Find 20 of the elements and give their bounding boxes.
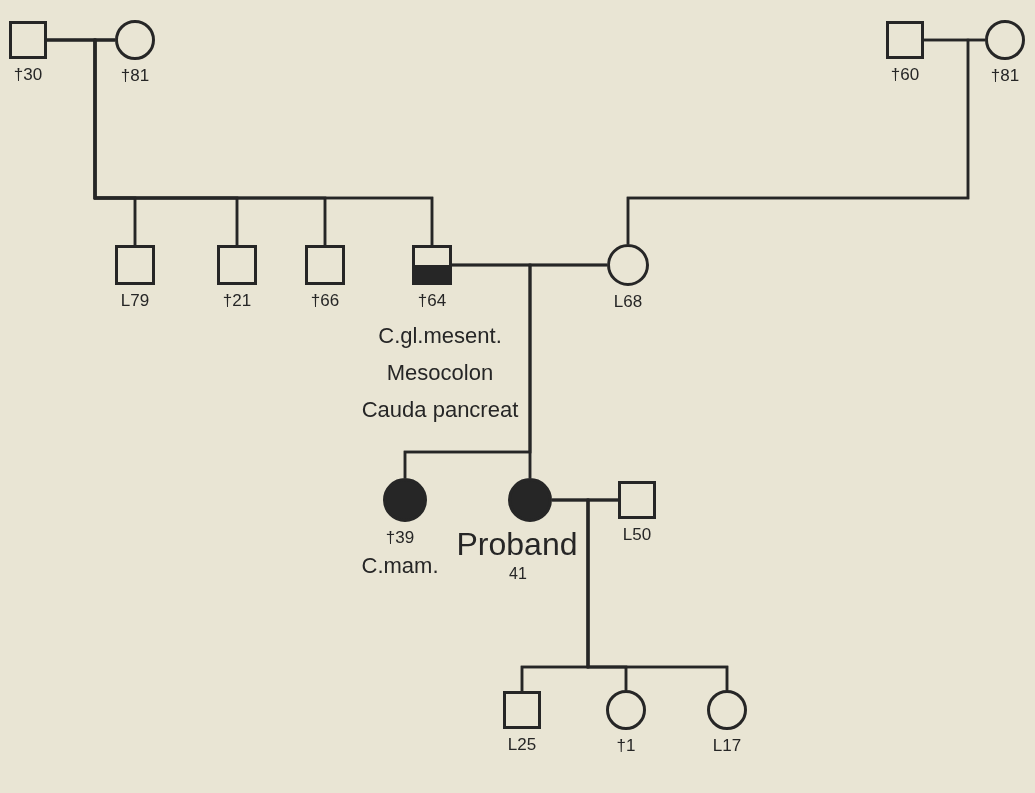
pedigree-line: [528, 263, 607, 478]
annotation-text: L79: [120, 291, 150, 311]
annotation-text: †39: [385, 528, 415, 548]
annotation-text: †1: [616, 736, 636, 756]
annotation-text: L68: [613, 292, 643, 312]
annotation-text: †30: [13, 65, 43, 85]
annotation-text: †64: [417, 291, 447, 311]
annotation-text: †21: [222, 291, 252, 311]
annotation-text: L17: [712, 736, 742, 756]
annotation-text: C.mam.: [361, 552, 439, 580]
annotation-text: L25: [507, 735, 537, 755]
annotation-text: 41: [509, 564, 527, 584]
annotation-text: †81: [120, 66, 150, 86]
annotation-text: †66: [310, 291, 340, 311]
annotation-text: Proband: [456, 526, 578, 562]
pedigree-line: [586, 498, 729, 690]
annotation-text: †60: [890, 65, 920, 85]
annotation-text: L50: [622, 525, 652, 545]
annotation-text: †81: [990, 66, 1020, 86]
annotation-text: C.gl.mesent. Mesocolon Cauda pancreat: [360, 322, 520, 424]
